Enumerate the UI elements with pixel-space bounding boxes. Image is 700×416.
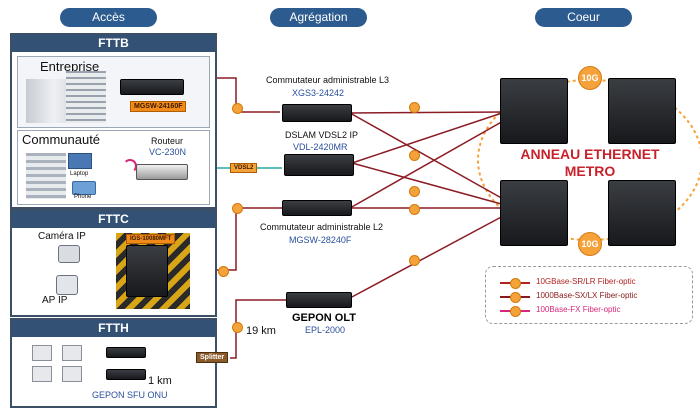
onu-label: GEPON SFU ONU [92,390,168,400]
house-icon-1 [32,345,52,361]
house-icon-3 [32,366,52,382]
link-dot [218,266,229,277]
entreprise-box: Entreprise MGSW-24160F [17,56,210,128]
link-dot [409,255,420,266]
dslam-device [284,154,354,176]
laptop-label: Laptop [70,171,89,177]
legend-row-2: 100Base-FX Fiber-optic [500,305,680,317]
olt-name: GEPON OLT [292,312,356,324]
laptop-icon [68,153,92,169]
core-chassis-4 [608,180,676,246]
l3-name: Commutateur administrable L3 [266,75,390,85]
header-coeur: Coeur [535,8,632,27]
house-icon-4 [62,366,82,382]
phone-icon [72,181,96,195]
fttc-switch-tag: IGS-10080MFT [126,234,176,244]
dslam-name: DSLAM VDSL2 IP [285,130,359,140]
legend-dot-2 [510,306,521,317]
ring-line2: METRO [564,163,616,179]
link-dot [232,322,243,333]
fttb-switch-tag: MGSW-24160F [130,101,187,112]
ap-icon [56,275,78,295]
dslam-model: VDL-2420MR [293,142,348,152]
apartment-icon [26,153,66,199]
l3-switch [282,104,352,122]
vdsl2-tag: VDSL2 [230,163,258,173]
legend-dot-0 [510,278,521,289]
core-chassis-1 [500,78,568,144]
onu-device-1 [106,347,146,358]
l2-model: MGSW-28240F [289,235,352,245]
communaute-label: Communauté [22,132,101,147]
building-tower [66,71,106,123]
legend-row-1: 1000Base-SX/LX Fiber-optic [500,291,680,303]
panel-ftth: FTTH GEPON SFU ONU [10,318,217,408]
core-chassis-3 [500,180,568,246]
panel-fttb: FTTB Entreprise MGSW-24160F Communauté R… [10,33,217,209]
header-acces: Accès [60,8,157,27]
routeur-label: Routeur [151,136,184,146]
link-dot [409,102,420,113]
panel-fttc: FTTC Caméra IP AP IP IGS-10080MFT [10,209,217,317]
link-dot [409,150,420,161]
house-icon-2 [62,345,82,361]
badge-10g-bottom: 10G [578,232,602,256]
km1-label: 1 km [148,375,172,387]
olt-device [286,292,352,308]
legend-label-1: 1000Base-SX/LX Fiber-optic [536,291,638,300]
link-dot [409,204,420,215]
link-dot [232,103,243,114]
camera-label: Caméra IP [38,231,86,242]
l2-name: Commutateur administrable L2 [260,222,384,232]
fttb-switch [120,79,184,95]
splitter-tag: Splitter [196,352,229,363]
legend-dot-1 [510,292,521,303]
communaute-box: Communauté Routeur VC-230N Laptop Phone [17,130,210,205]
legend: 10GBase-SR/LR Fiber-optic 1000Base-SX/LX… [485,266,693,324]
ap-label: AP IP [42,295,68,306]
panel-fttb-title: FTTB [12,35,215,52]
core-chassis-2 [608,78,676,144]
camera-icon [58,245,80,263]
ring-line1: ANNEAU ETHERNET [520,146,660,162]
legend-row-0: 10GBase-SR/LR Fiber-optic [500,277,680,289]
wifi-icon [123,159,137,173]
router-icon [136,164,188,180]
l3-model: XGS3-24242 [292,88,345,98]
ring-title: ANNEAU ETHERNET METRO [505,146,675,180]
km19-label: 19 km [246,325,276,337]
badge-10g-top: 10G [578,66,602,90]
link-dot [409,186,420,197]
phone-label: Phone [74,194,92,200]
panel-ftth-title: FTTH [12,320,215,337]
onu-device-2 [106,369,146,380]
routeur-model: VC-230N [149,147,187,157]
olt-model: EPL-2000 [305,325,346,335]
fttc-switch [126,245,168,297]
header-agregation: Agrégation [270,8,367,27]
link-dot [232,203,243,214]
entreprise-label: Entreprise [40,59,100,74]
panel-fttc-title: FTTC [12,211,215,228]
legend-label-0: 10GBase-SR/LR Fiber-optic [536,277,636,286]
l2-switch [282,200,352,216]
legend-label-2: 100Base-FX Fiber-optic [536,305,621,314]
